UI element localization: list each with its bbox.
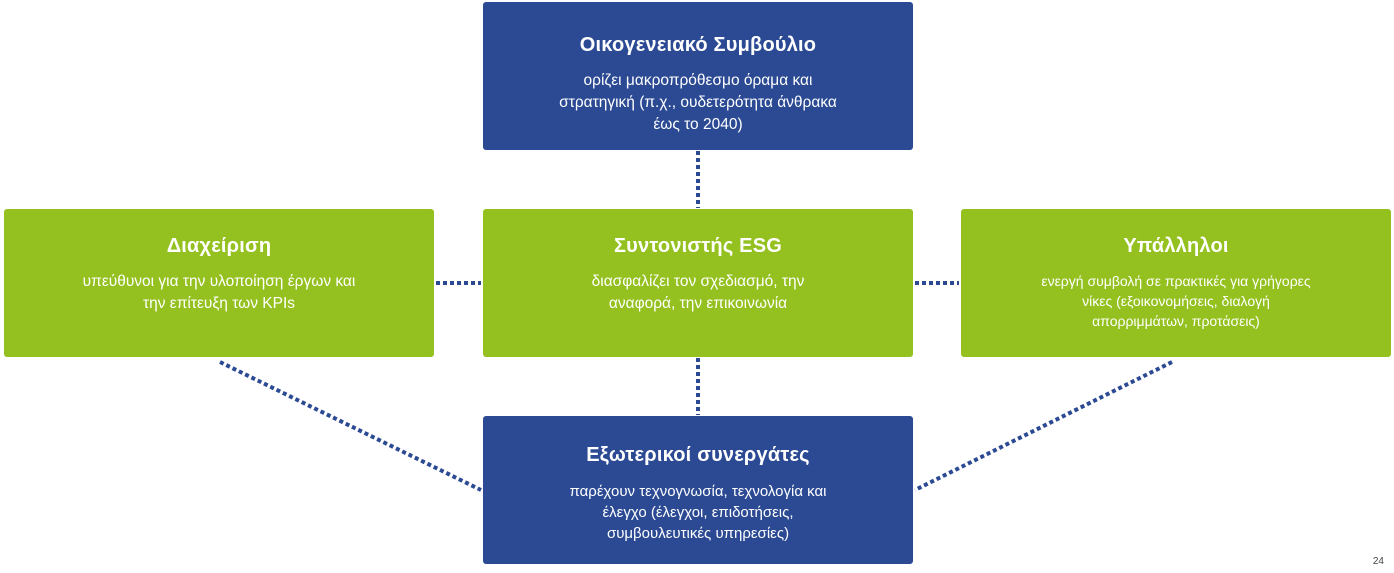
- desc-line: έως το 2040): [653, 116, 743, 133]
- box-description: παρέχουν τεχνογνωσία, τεχνολογία και έλε…: [483, 481, 913, 544]
- box-esg-coordinator: Συντονιστής ESG διασφαλίζει τον σχεδιασμ…: [483, 209, 913, 357]
- box-external-partners: Εξωτερικοί συνεργάτες παρέχουν τεχνογνωσ…: [483, 416, 913, 564]
- box-description: διασφαλίζει τον σχεδιασμό, την αναφορά, …: [483, 271, 913, 315]
- box-title: Υπάλληλοι: [1123, 235, 1229, 257]
- desc-line: παρέχουν τεχνογνωσία, τεχνολογία και: [569, 483, 827, 500]
- page-number: 24: [1372, 556, 1384, 567]
- box-title: Συντονιστής ESG: [613, 235, 783, 257]
- desc-line: νίκες (εξοικονομήσεις, διαλογή: [1082, 293, 1270, 309]
- box-family-council: Οικογενειακό Συμβούλιο ορίζει μακροπρόθε…: [483, 2, 913, 150]
- box-management: Διαχείριση υπεύθυνοι για την υλοποίηση έ…: [4, 209, 434, 357]
- desc-line: στρατηγική (π.χ., ουδετερότητα άνθρακα: [559, 94, 837, 111]
- desc-line: την επίτευξη των KPIs: [142, 295, 296, 312]
- desc-line: υπεύθυνοι για την υλοποίηση έργων και: [82, 273, 356, 290]
- box-title: Διαχείριση: [166, 235, 272, 257]
- desc-line: συμβουλευτικές υπηρεσίες): [606, 525, 790, 542]
- desc-line: έλεγχο (έλεγχοι, επιδοτήσεις,: [602, 504, 794, 521]
- desc-line: ενεργή συμβολή σε πρακτικές για γρήγορες: [1041, 273, 1311, 289]
- box-title: Εξωτερικοί συνεργάτες: [586, 444, 810, 466]
- box-description: ενεργή συμβολή σε πρακτικές για γρήγορες…: [961, 271, 1391, 331]
- desc-line: απορριμμάτων, προτάσεις): [1092, 313, 1260, 329]
- box-title: Οικογενειακό Συμβούλιο: [579, 34, 817, 56]
- desc-line: ορίζει μακροπρόθεσμο όραμα και: [583, 72, 813, 89]
- desc-line: αναφορά, την επικοινωνία: [608, 295, 788, 312]
- connector-staff-partners: [914, 360, 1173, 492]
- box-employees: Υπάλληλοι ενεργή συμβολή σε πρακτικές γι…: [961, 209, 1391, 357]
- desc-line: διασφαλίζει τον σχεδιασμό, την: [591, 273, 805, 290]
- box-description: υπεύθυνοι για την υλοποίηση έργων και τη…: [4, 271, 434, 315]
- box-description: ορίζει μακροπρόθεσμο όραμα και στρατηγικ…: [483, 70, 913, 136]
- connector-management-partners: [219, 360, 482, 492]
